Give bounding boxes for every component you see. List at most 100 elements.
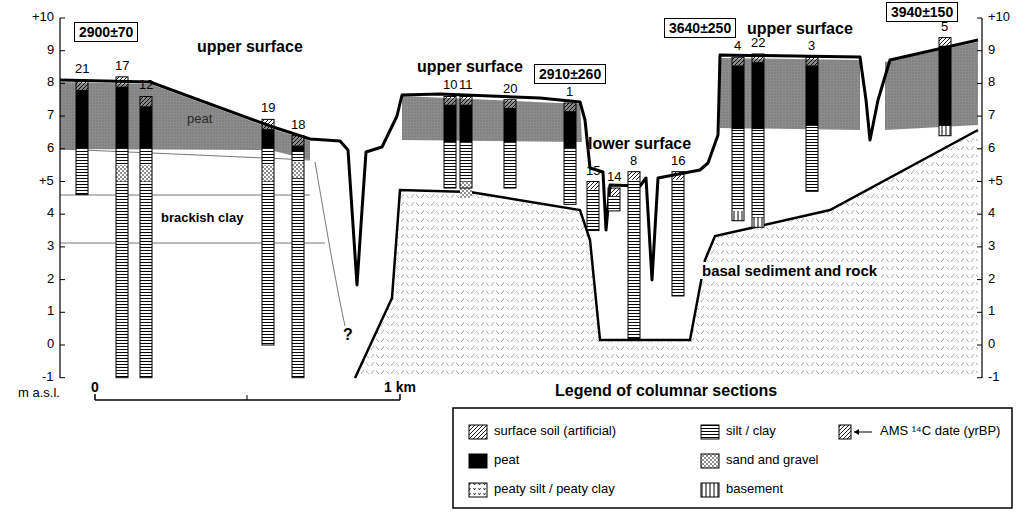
silt-layer: [587, 190, 599, 231]
soil-layer: [460, 96, 472, 104]
axis-tick: [977, 246, 982, 247]
silt-layer: [732, 129, 744, 221]
axis-value: 6: [47, 141, 54, 156]
axis-value: 1: [988, 304, 995, 319]
borehole-number: 4: [734, 39, 741, 54]
sand-layer: [116, 165, 128, 181]
borehole-number: 18: [291, 118, 305, 133]
surface-label: lower surface: [588, 135, 691, 153]
axis-value: 3: [988, 239, 995, 254]
soil-layer: [608, 188, 620, 196]
date-box: 2900±70: [74, 22, 138, 42]
borehole-column: [587, 182, 599, 231]
axis-unit: m a.s.l.: [18, 386, 60, 401]
soil-layer: [564, 103, 576, 111]
axis-value: +10: [988, 10, 1010, 25]
axis-tick: [977, 345, 982, 346]
date-text: 2900±70: [79, 24, 133, 40]
silt-layer: [752, 129, 764, 227]
borehole-number: 17: [115, 59, 129, 74]
axis-value: 8: [988, 75, 995, 90]
peat-layer: [76, 90, 88, 149]
legend-swatch: [700, 453, 720, 469]
basement-layer: [732, 211, 744, 221]
borehole-column: [262, 119, 274, 345]
borehole-number: 16: [671, 154, 685, 169]
borehole-column: [292, 136, 304, 378]
soil-layer: [262, 119, 274, 129]
silt-layer: [608, 196, 620, 211]
legend-swatch: [468, 424, 488, 440]
axis-tick: [977, 181, 982, 182]
axis-tick: [977, 18, 982, 19]
axis-tick: [60, 148, 65, 149]
borehole-number: 19: [261, 101, 275, 116]
axis-value: +5: [988, 174, 1003, 189]
unit-label: peat: [187, 112, 212, 127]
sand-layer: [262, 165, 274, 181]
peat-layer: [262, 129, 274, 149]
borehole-column: [806, 57, 818, 191]
legend-swatch: [468, 453, 488, 469]
axis-value: 0: [988, 337, 995, 352]
legend-text: peat: [494, 453, 519, 468]
silt-layer: [444, 142, 456, 188]
surface-label: upper surface: [417, 58, 523, 76]
soil-layer: [76, 80, 88, 90]
peat-layer: [140, 106, 152, 149]
legend-text: sand and gravel: [726, 453, 819, 468]
silt-layer: [460, 142, 472, 188]
axis-value: 0: [47, 337, 54, 352]
silt-layer: [672, 180, 684, 296]
axis-tick: [60, 18, 65, 19]
axis-tick: [977, 312, 982, 313]
soil-layer: [116, 77, 128, 87]
legend-text: silt / clay: [726, 424, 776, 439]
axis-value: 2: [988, 272, 995, 287]
axis-tick: [60, 83, 65, 84]
soil-layer: [504, 100, 516, 108]
borehole-column: [76, 80, 88, 194]
soil-layer: [444, 96, 456, 104]
legend-text: surface soil (artificial): [494, 424, 616, 439]
date-box: 3940±150: [886, 2, 958, 22]
borehole-column: [444, 96, 456, 188]
borehole-number: 14: [607, 170, 621, 185]
date-text: 3940±150: [891, 4, 953, 20]
borehole-column: [504, 100, 516, 188]
borehole-column: [939, 38, 951, 136]
peat-layer: [116, 87, 128, 149]
axis-tick: [60, 377, 65, 378]
sand-layer: [292, 162, 304, 178]
soil-layer: [292, 136, 304, 146]
legend-text: peaty silt / peaty clay: [494, 482, 615, 497]
axis-value: 7: [47, 108, 54, 123]
axis-tick: [977, 279, 982, 280]
peat-layer: [939, 46, 951, 129]
axis-value: 9: [47, 43, 54, 58]
axis-value: -1: [42, 370, 54, 385]
date-text: 3640±250: [669, 20, 731, 36]
soil-layer: [628, 172, 640, 180]
silt-layer: [116, 149, 128, 378]
silt-layer: [564, 149, 576, 205]
legend-title: Legend of columnar sections: [555, 382, 777, 400]
borehole-number: 22: [751, 36, 765, 51]
silt-layer: [504, 142, 516, 188]
silt-layer: [628, 180, 640, 339]
borehole-column: [140, 96, 152, 377]
soil-layer: [939, 38, 951, 46]
sand-layer: [140, 165, 152, 181]
axis-value: 4: [47, 206, 54, 221]
borehole-number: 11: [459, 78, 473, 93]
axis-value: 4: [988, 206, 995, 221]
date-box: 3640±250: [664, 18, 736, 38]
borehole-column: [752, 54, 764, 227]
peat-layer: [444, 105, 456, 143]
borehole-column: [608, 188, 620, 211]
borehole-number: 10: [443, 78, 457, 93]
axis-tick: [977, 214, 982, 215]
borehole-column: [564, 103, 576, 204]
